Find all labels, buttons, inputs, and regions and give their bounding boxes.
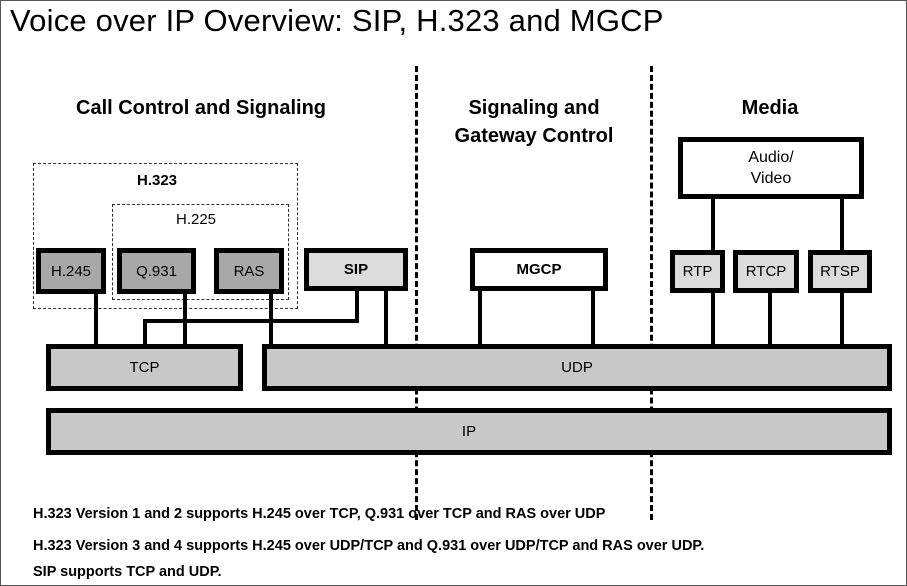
- mgcp-box: MGCP: [470, 248, 608, 291]
- note-line-2: H.323 Version 3 and 4 supports H.245 ove…: [33, 538, 705, 554]
- h225-group: [112, 204, 289, 300]
- tcp-box: TCP: [46, 344, 243, 391]
- rtcp-label: RTCP: [745, 263, 787, 280]
- connector-mgcp-udp-right: [591, 288, 595, 347]
- rtsp-box: RTSP: [808, 250, 872, 293]
- connector-sip-down: [355, 288, 359, 323]
- tcp-label: TCP: [129, 359, 160, 376]
- audio-video-label-line1: Audio/: [748, 149, 794, 166]
- note-line-1: H.323 Version 1 and 2 supports H.245 ove…: [33, 506, 606, 522]
- h245-box: H.245: [36, 248, 106, 294]
- heading-signaling-line1: Signaling and: [468, 97, 600, 119]
- h323-group: [33, 163, 298, 309]
- connector-av-rtp: [711, 196, 715, 254]
- connector-h245-tcp: [94, 291, 98, 347]
- audio-video-box: Audio/ Video: [678, 137, 864, 199]
- connector-rtsp-udp: [840, 290, 844, 347]
- q931-box: Q.931: [117, 248, 196, 294]
- rtp-label: RTP: [682, 263, 713, 280]
- divider-right: [650, 66, 653, 520]
- ip-box: IP: [46, 408, 892, 455]
- q931-label: Q.931: [136, 262, 177, 280]
- ras-box: RAS: [214, 248, 284, 294]
- heading-signaling-line2: Gateway Control: [454, 125, 614, 147]
- connector-ras-udp: [269, 291, 273, 347]
- rtp-box: RTP: [670, 250, 725, 293]
- udp-box: UDP: [262, 344, 892, 391]
- udp-label: UDP: [561, 359, 593, 376]
- connector-mgcp-udp-left: [478, 288, 482, 347]
- sip-label: SIP: [343, 261, 369, 278]
- connector-sip-udp: [384, 288, 388, 347]
- connector-sip-tcp: [143, 319, 147, 347]
- audio-video-label-line2: Video: [750, 170, 792, 187]
- connector-rtcp-udp: [768, 290, 772, 347]
- heading-call-control: Call Control and Signaling: [76, 97, 326, 119]
- connector-sip-horizontal: [143, 319, 359, 323]
- slide-title: Voice over IP Overview: SIP, H.323 and M…: [10, 3, 664, 38]
- sip-box: SIP: [304, 248, 408, 291]
- connector-av-rtsp: [840, 196, 844, 254]
- h323-group-label: H.323: [137, 172, 178, 189]
- heading-media: Media: [741, 97, 799, 119]
- divider-left: [415, 66, 418, 520]
- rtcp-box: RTCP: [733, 250, 799, 293]
- ras-label: RAS: [233, 262, 265, 280]
- connector-rtp-udp: [711, 290, 715, 347]
- note-line-3: SIP supports TCP and UDP.: [33, 564, 222, 580]
- ip-label: IP: [461, 423, 477, 440]
- h245-label: H.245: [50, 262, 92, 280]
- mgcp-label: MGCP: [516, 261, 562, 278]
- rtsp-label: RTSP: [820, 263, 860, 280]
- h225-group-label: H.225: [176, 211, 217, 228]
